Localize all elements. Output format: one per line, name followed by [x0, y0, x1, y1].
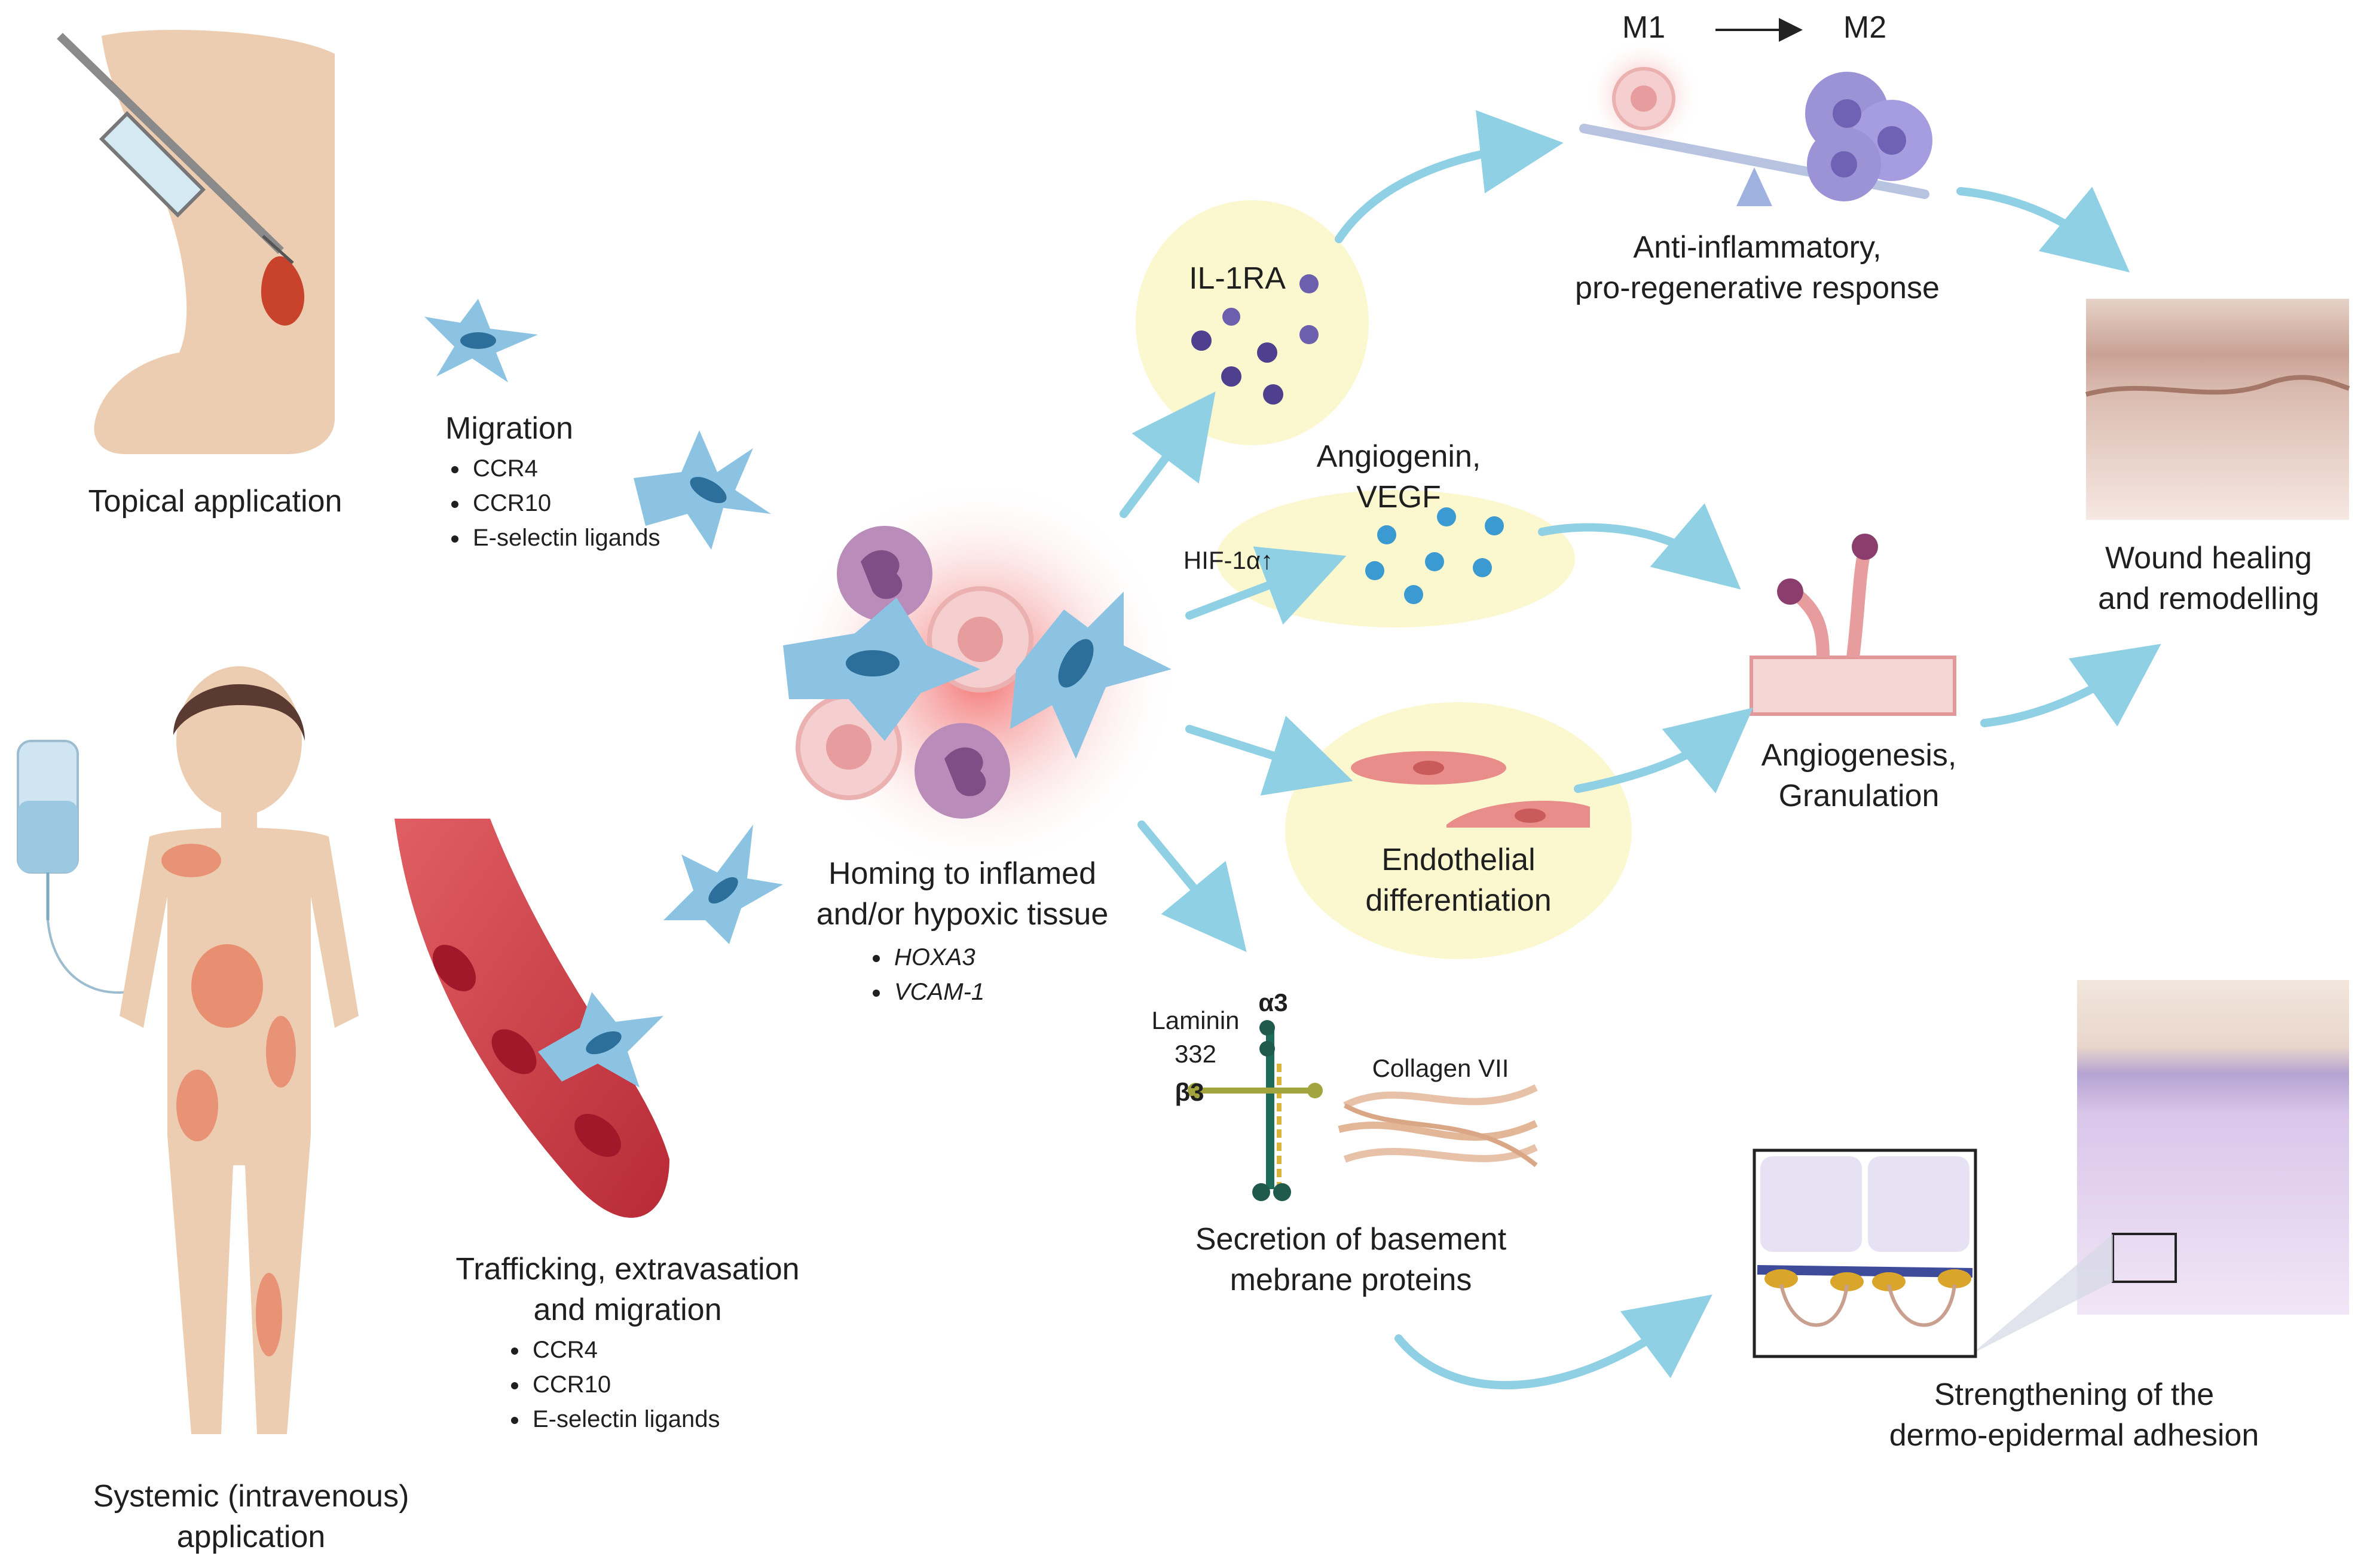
anti-inflammatory-line-2: pro-regenerative response	[1575, 271, 1940, 305]
angiogenesis-line-2: Granulation	[1778, 779, 1940, 813]
homing-line-2: and/or hypoxic tissue	[816, 897, 1109, 932]
msc-cell-icon	[663, 825, 783, 944]
endothelial-label: Endothelial differentiation	[1327, 840, 1590, 921]
macrophage-seesaw	[1579, 18, 1932, 206]
trafficking-item: E-selectin ligands	[529, 1402, 720, 1437]
angiogenin-vegf-label: Angiogenin, VEGF	[1291, 436, 1506, 517]
basement-membrane-label: Secretion of basement mebrane proteins	[1154, 1219, 1548, 1300]
adhesion-zoom-inset	[1753, 1149, 1977, 1358]
homing-line-1: Homing to inflamed	[828, 856, 1096, 891]
adhesion-line-1: Strengthening of the	[1934, 1377, 2215, 1412]
systemic-line-2: application	[176, 1520, 326, 1554]
il1ra-label: IL-1RA	[1189, 261, 1286, 296]
trafficking-line-2: and migration	[533, 1293, 722, 1327]
beta3-label: β3	[1175, 1078, 1204, 1106]
trafficking-line-1: Trafficking, extravasation	[455, 1252, 800, 1287]
laminin-label: Laminin 332	[1136, 1004, 1255, 1071]
trafficking-item: CCR10	[529, 1367, 720, 1402]
epidermis-illustration	[1972, 980, 2349, 1353]
leg-illustration	[94, 30, 335, 454]
systemic-line-1: Systemic (intravenous)	[93, 1479, 409, 1514]
angiogenesis-illustration	[1750, 534, 1956, 716]
flow-arrows	[1120, 110, 2161, 1389]
endothelial-line-2: differentiation	[1365, 883, 1552, 918]
syringe-icon	[57, 32, 294, 264]
migration-item: CCR4	[469, 451, 660, 486]
iv-bag-icon	[17, 740, 150, 994]
inflamed-tissue-cluster	[783, 478, 1178, 872]
adhesion-line-2: dermo-epidermal adhesion	[1889, 1418, 2259, 1453]
migration-title: Migration	[445, 411, 573, 446]
anti-inflammatory-line-1: Anti-inflammatory,	[1633, 230, 1882, 265]
homing-item: VCAM-1	[891, 975, 984, 1009]
laminin-line-1: Laminin	[1151, 1006, 1240, 1034]
endothelial-line-1: Endothelial	[1381, 843, 1536, 877]
child-illustration	[120, 666, 359, 1434]
adhesion-label: Strengthening of the dermo-epidermal adh…	[1859, 1374, 2289, 1456]
homing-item: HOXA3	[891, 940, 984, 975]
angiogenesis-line-1: Angiogenesis,	[1761, 738, 1957, 773]
wound-healing-label: Wound healing and remodelling	[2068, 538, 2349, 619]
migration-item: E-selectin ligands	[469, 520, 660, 555]
m2-label: M2	[1843, 10, 1887, 45]
msc-cell-icon	[538, 992, 663, 1088]
blood-vessel-illustration	[394, 819, 669, 1218]
trafficking-title: Trafficking, extravasation and migration	[430, 1249, 825, 1330]
basement-line-2: mebrane proteins	[1230, 1263, 1472, 1297]
wound-healing-line-1: Wound healing	[2105, 541, 2312, 575]
msc-cell-icon	[634, 430, 771, 550]
m1-label: M1	[1622, 10, 1666, 45]
homing-title: Homing to inflamed and/or hypoxic tissue	[777, 853, 1148, 935]
collagen-vii-icon	[1338, 1084, 1538, 1168]
angiogenesis-label: Angiogenesis, Granulation	[1733, 735, 1984, 816]
alpha3-label: α3	[1258, 988, 1288, 1016]
trafficking-item: CCR4	[529, 1333, 720, 1367]
wound-healing-skin	[2085, 299, 2350, 520]
endothelial-bubble	[1285, 702, 1632, 959]
collagen-vii-label: Collagen VII	[1372, 1054, 1509, 1082]
homing-list: HOXA3 VCAM-1	[861, 940, 984, 1009]
wound-healing-line-2: and remodelling	[2097, 581, 2320, 616]
trafficking-list: CCR4 CCR10 E-selectin ligands	[499, 1333, 720, 1437]
hif-label: HIF-1α↑	[1183, 546, 1274, 574]
laminin-332-icon	[1188, 1020, 1323, 1201]
migration-item: CCR10	[469, 486, 660, 520]
angiogenin-line: Angiogenin,	[1316, 439, 1481, 474]
vegf-line: VEGF	[1356, 480, 1441, 514]
basement-line-1: Secretion of basement	[1195, 1222, 1507, 1257]
topical-application-label: Topical application	[88, 484, 342, 519]
anti-inflammatory-label: Anti-inflammatory, pro-regenerative resp…	[1530, 227, 1984, 308]
systemic-application-label: Systemic (intravenous) application	[66, 1476, 436, 1557]
migration-list: CCR4 CCR10 E-selectin ligands	[439, 451, 660, 555]
laminin-line-2: 332	[1174, 1040, 1217, 1068]
msc-cell-icon	[424, 299, 538, 382]
il1ra-bubble	[1136, 200, 1369, 445]
